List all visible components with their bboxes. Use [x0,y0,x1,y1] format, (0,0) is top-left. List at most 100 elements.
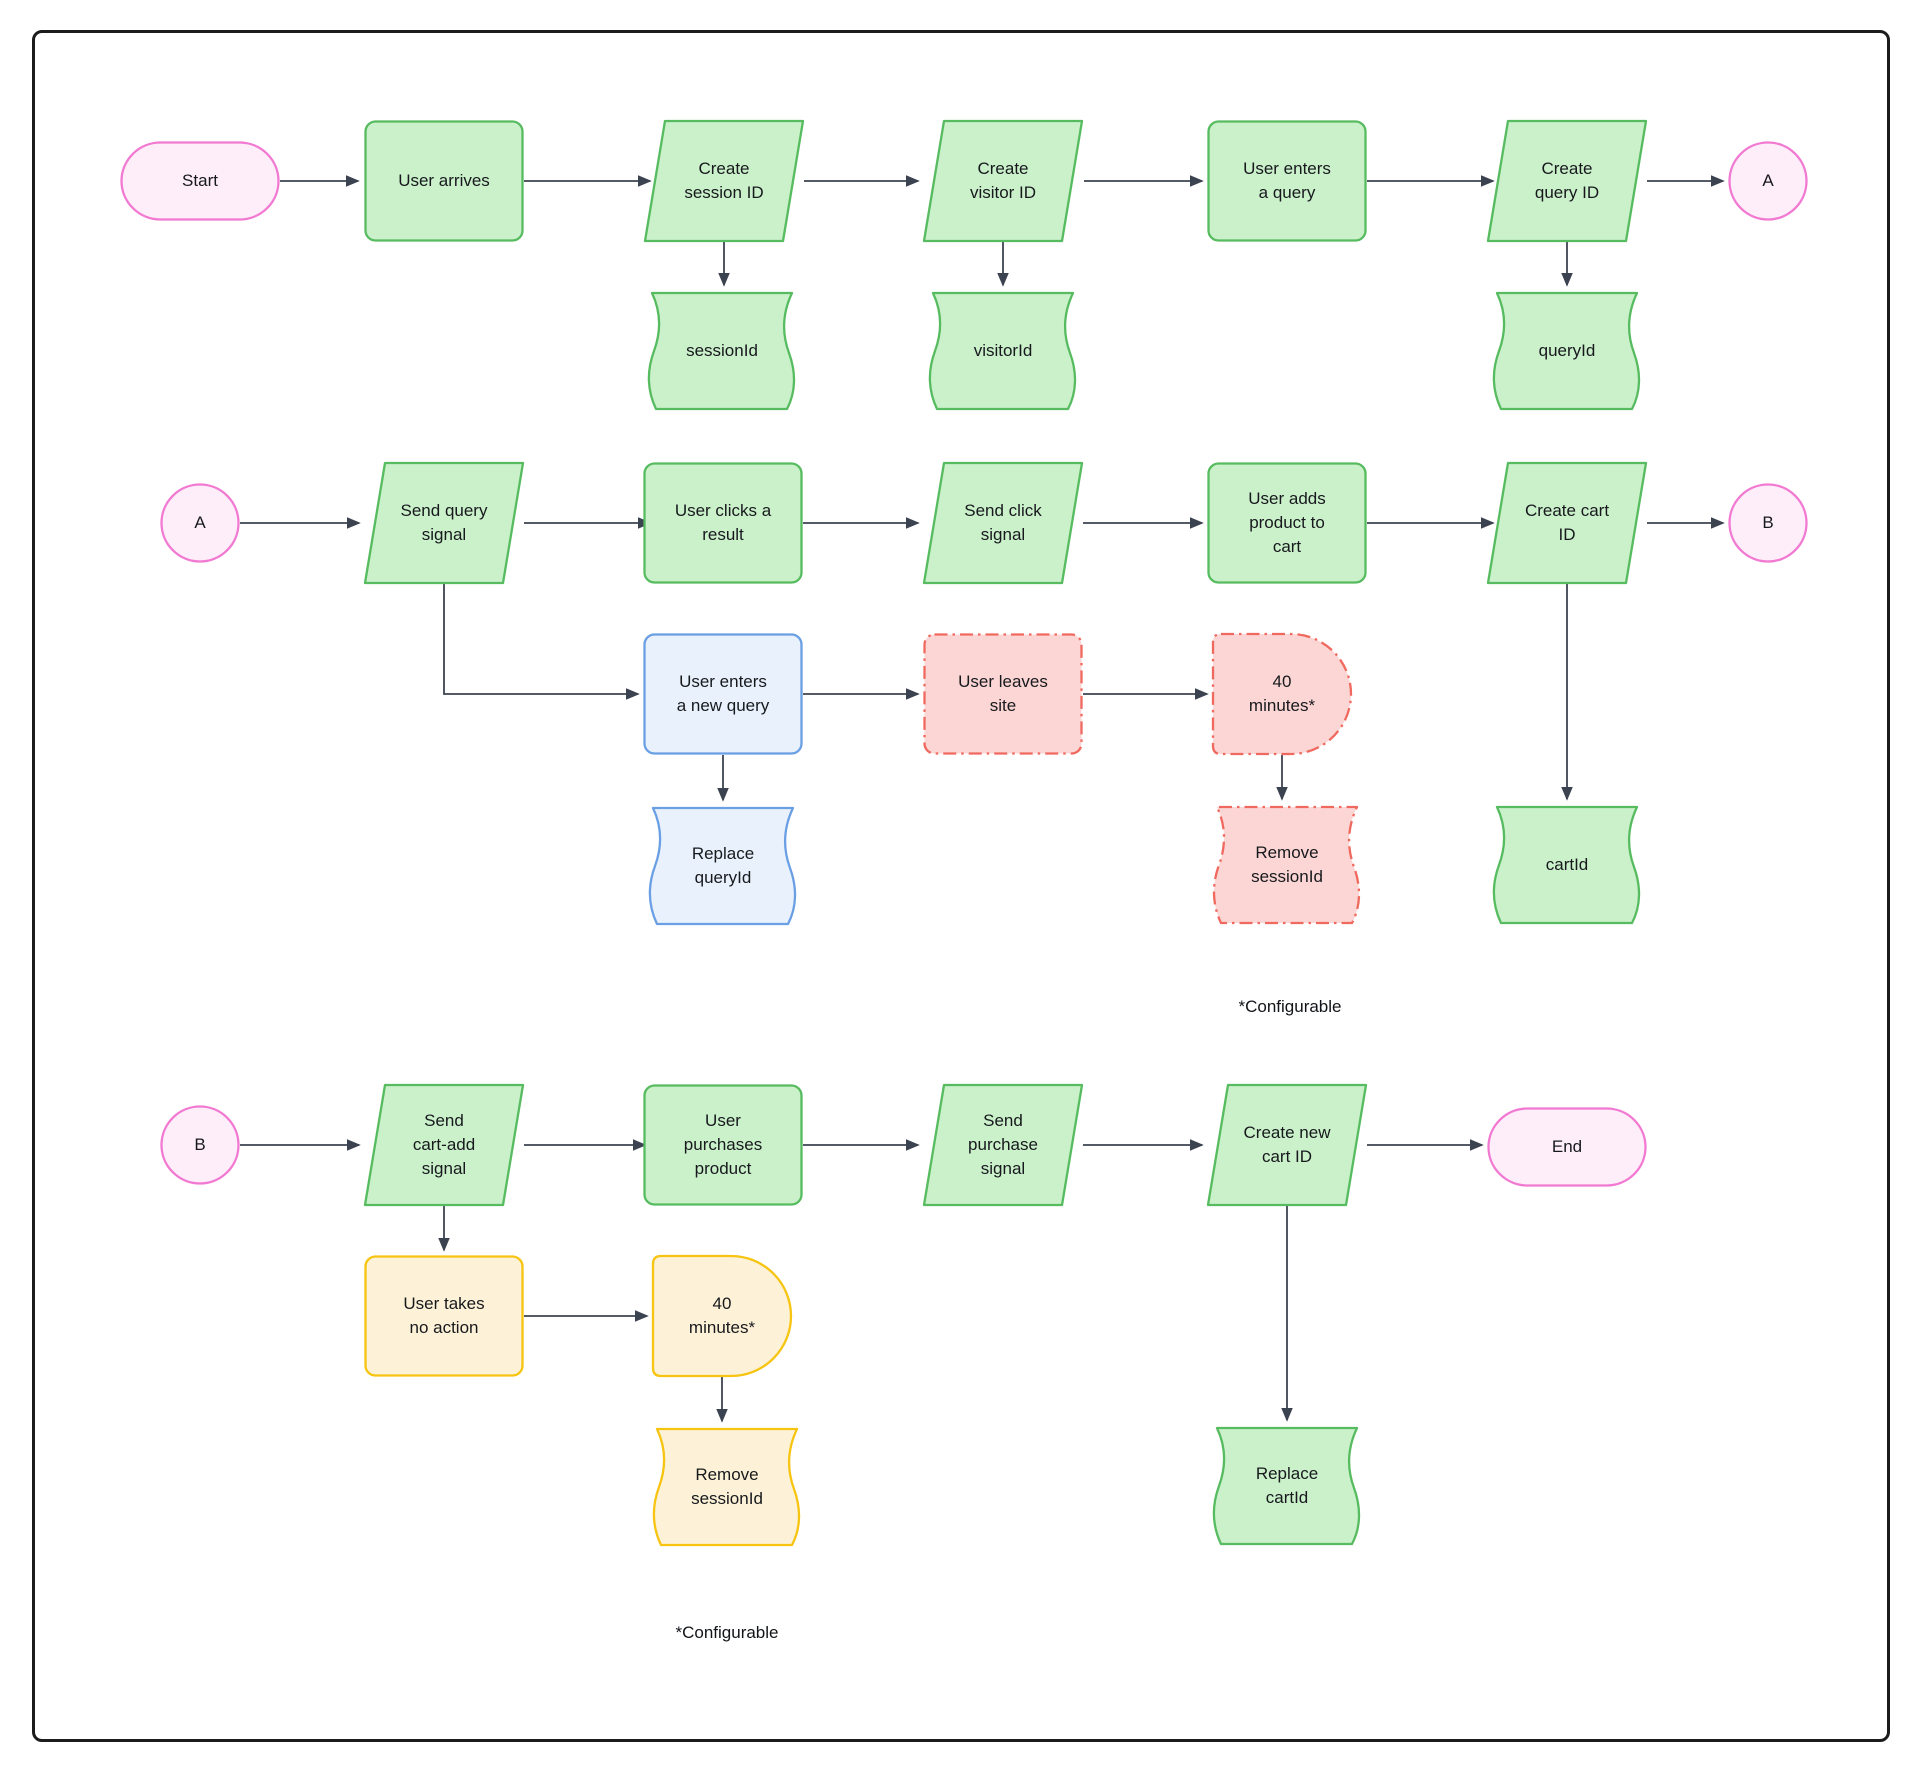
send-query-signal: Send query signal [363,461,525,585]
create-new-cart-id: Create new cart ID [1206,1083,1368,1207]
user-adds-product-shape [1207,462,1367,584]
create-cart-id: Create cart ID [1486,461,1648,585]
visitorid-doc-shape [928,291,1077,411]
connector-a-out-shape [1728,141,1808,221]
user-enters-new-query: User enters a new query [643,633,803,755]
create-visitor-id-shape [922,119,1084,243]
connector-b-out-shape [1728,483,1808,563]
user-clicks-result-shape [643,462,803,584]
configurable-note-1-label: *Configurable [1238,997,1342,1016]
create-new-cart-id-shape [1206,1083,1368,1207]
remove-sessionid-doc-shape [1212,805,1361,925]
connector-a-in-label: A [194,513,206,532]
start-terminator-shape [120,141,280,221]
remove-sessionid-doc-2-shape [652,1427,801,1547]
send-cart-add-signal-shape [363,1083,525,1207]
connector-b-in-label: B [194,1135,206,1154]
sessionid-doc-shape [647,291,796,411]
queryid-doc-shape [1492,291,1641,411]
user-takes-no-action-shape [364,1255,524,1377]
user-enters-query-shape [1207,120,1367,242]
diagram-border-frame [32,30,1890,1742]
user-leaves-site-label: User leaves site [958,672,1048,715]
timeout-40-minutes: 40 minutes* [1211,632,1353,756]
user-takes-no-action: User takes no action [364,1255,524,1377]
remove-sessionid-doc-2: Remove sessionId [647,1426,807,1548]
send-cart-add-signal-label: Send cart-add signal [412,1111,476,1178]
end-terminator-shape [1487,1107,1647,1187]
send-cart-add-signal: Send cart-add signal [363,1083,525,1207]
visitorid-doc-label: visitorId [973,341,1033,360]
send-click-signal-label: Send click signal [964,501,1042,544]
remove-sessionid-doc-label: Remove sessionId [1251,843,1323,886]
start-terminator: Start [120,141,280,221]
replace-queryid-doc-shape [648,806,797,926]
queryid-doc: queryId [1487,290,1647,412]
send-purchase-signal: Send purchase signal [922,1083,1084,1207]
create-cart-id-label: Create cart ID [1524,501,1610,544]
user-enters-new-query-shape [643,633,803,755]
end-terminator-label: End [1551,1137,1583,1156]
connector-a-in: A [160,483,240,563]
connector-a-in-shape [160,483,240,563]
create-new-cart-id-label: Create new cart ID [1243,1123,1331,1166]
remove-sessionid-doc: Remove sessionId [1207,804,1367,926]
connector-a-out: A [1728,141,1808,221]
configurable-note-1: *Configurable [1190,992,1390,1022]
timeout-40-minutes-shape [1211,632,1353,756]
create-query-id-label: Create query ID [1534,159,1600,202]
user-adds-product-label: User adds product to cart [1248,489,1326,556]
end-terminator: End [1487,1107,1647,1187]
create-visitor-id-label: Create visitor ID [969,159,1037,202]
connector-b-out: B [1728,483,1808,563]
send-purchase-signal-shape [922,1083,1084,1207]
user-arrives-label: User arrives [398,171,490,190]
user-clicks-result: User clicks a result [643,462,803,584]
cartid-doc: cartId [1487,804,1647,926]
user-arrives: User arrives [364,120,524,242]
sessionid-doc: sessionId [642,290,802,412]
remove-sessionid-doc-2-label: Remove sessionId [691,1465,763,1508]
create-session-id: Create session ID [643,119,805,243]
user-purchases-product-label: User purchases product [683,1111,763,1178]
user-adds-product: User adds product to cart [1207,462,1367,584]
replace-queryid-doc: Replace queryId [643,805,803,927]
user-enters-query-label: User enters a query [1243,159,1331,202]
user-clicks-result-label: User clicks a result [674,501,772,544]
cartid-doc-shape [1492,805,1641,925]
send-query-signal-label: Send query signal [400,501,488,544]
connector-b-in: B [160,1105,240,1185]
create-session-id-shape [643,119,805,243]
send-click-signal-shape [922,461,1084,585]
cartid-doc-label: cartId [1545,855,1589,874]
configurable-note-2-label: *Configurable [675,1623,779,1642]
user-leaves-site-shape [923,633,1083,755]
timeout-40-minutes-2-shape [651,1254,793,1378]
replace-cartid-doc: Replace cartId [1207,1425,1367,1547]
timeout-40-minutes-2-label: 40 minutes* [688,1294,756,1337]
sessionid-doc-label: sessionId [686,341,758,360]
connector-b-out-label: B [1762,513,1774,532]
timeout-40-minutes-label: 40 minutes* [1248,672,1316,715]
send-query-signal-shape [363,461,525,585]
user-purchases-product: User purchases product [643,1084,803,1206]
user-enters-new-query-label: User enters a new query [676,672,770,715]
timeout-40-minutes-2: 40 minutes* [651,1254,793,1378]
replace-queryid-doc-label: Replace queryId [691,844,755,887]
user-leaves-site: User leaves site [923,633,1083,755]
create-query-id-shape [1486,119,1648,243]
start-terminator-label: Start [182,171,218,190]
configurable-note-2: *Configurable [627,1618,827,1648]
visitorid-doc: visitorId [923,290,1083,412]
replace-cartid-doc-shape [1212,1426,1361,1546]
replace-cartid-doc-label: Replace cartId [1255,1464,1319,1507]
create-visitor-id: Create visitor ID [922,119,1084,243]
connector-b-in-shape [160,1105,240,1185]
send-click-signal: Send click signal [922,461,1084,585]
send-purchase-signal-label: Send purchase signal [968,1111,1038,1178]
connector-a-out-label: A [1762,171,1774,190]
user-purchases-product-shape [643,1084,803,1206]
user-takes-no-action-label: User takes no action [403,1294,485,1337]
